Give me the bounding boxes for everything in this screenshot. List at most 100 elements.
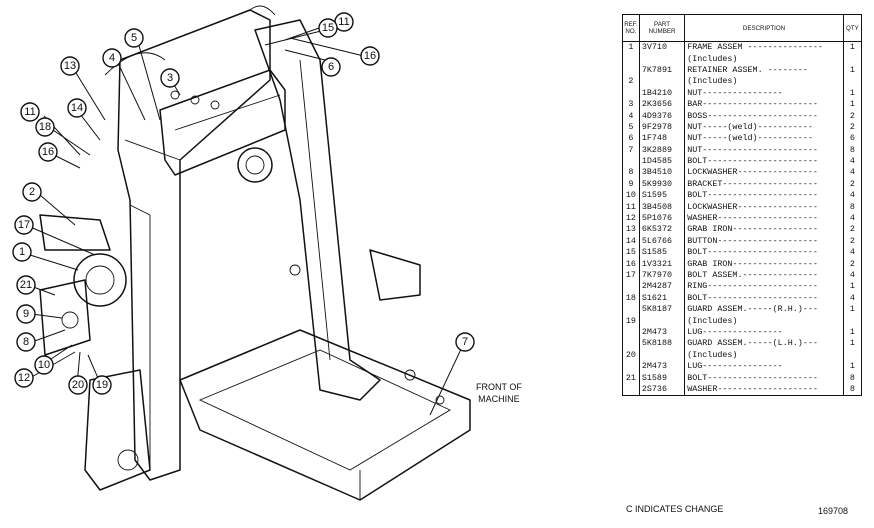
ref-cell-text: 8 xyxy=(628,167,634,178)
callout-19: 19 xyxy=(92,375,112,395)
description-cell: RING---------------------- xyxy=(684,281,844,293)
part-number-cell-text: 2M473 xyxy=(641,326,667,337)
description-cell: (Includes) xyxy=(684,76,844,88)
quantity-cell xyxy=(843,53,863,65)
description-cell-text: GUARD ASSEM.-----(R.H.)--- xyxy=(687,304,818,315)
description-cell-text: GRAB IRON----------------- xyxy=(687,258,818,269)
part-number-cell-text: 5K8187 xyxy=(641,304,672,315)
ref-cell-text: 14 xyxy=(625,235,636,246)
description-cell: LUG---------------- xyxy=(684,326,844,339)
description-cell-text: FRAME ASSEM --------------- xyxy=(687,42,823,53)
description-cell: NUT----------------------- xyxy=(684,144,844,156)
part-number-cell: 3V710 xyxy=(639,41,686,54)
quantity-cell-text: 2 xyxy=(849,258,855,269)
callout-number: 9 xyxy=(23,308,29,320)
part-number-cell: 1B4210 xyxy=(639,87,686,99)
part-number-cell-text: 3B4510 xyxy=(641,167,672,178)
ref-cell-text: 2 xyxy=(628,76,634,87)
ref-cell-text: 6 xyxy=(628,133,634,144)
ref-cell xyxy=(622,155,640,168)
parts-list: REF. NO. PART NUMBER DESCRIPTION QTY C13… xyxy=(622,14,863,514)
callout-1: 1 xyxy=(12,242,32,262)
callout-21: 21 xyxy=(16,275,36,295)
callout-13: 13 xyxy=(60,56,80,76)
ref-cell-text: 10 xyxy=(625,190,636,201)
description-cell: BOSS---------------------- xyxy=(684,110,844,122)
description-cell: GUARD ASSEM.-----(R.H.)--- xyxy=(684,303,844,316)
ref-cell-text: 1 xyxy=(628,42,634,53)
parts-row: 20(Includes) xyxy=(622,349,863,361)
quantity-cell-text: 1 xyxy=(849,99,855,110)
ref-cell-text: 5 xyxy=(628,121,634,132)
part-number-cell: 7K7891 xyxy=(639,64,686,77)
quantity-cell: 1 xyxy=(843,87,863,99)
part-number-cell: 1D4585 xyxy=(639,155,686,168)
parts-row: 2M473 LUG----------------1 xyxy=(622,326,863,339)
ref-cell xyxy=(622,64,640,77)
description-cell-text: LOCKWASHER---------------- xyxy=(687,167,818,178)
part-number-cell xyxy=(639,76,686,88)
front-label-line1: FRONT OF xyxy=(476,382,522,392)
parts-table-body: C13V710FRAME ASSEM ---------------1(Incl… xyxy=(622,41,863,397)
quantity-cell: 8 xyxy=(843,144,863,156)
ref-cell: 13 xyxy=(622,224,640,236)
part-number-cell-text: 7K7970 xyxy=(641,270,672,280)
description-cell-text: NUT---------------- xyxy=(687,87,783,98)
description-cell: FRAME ASSEM --------------- xyxy=(684,41,844,54)
quantity-cell: 1 xyxy=(843,64,863,77)
part-number-cell xyxy=(639,315,686,327)
description-cell-text: BOLT---------------------- xyxy=(687,156,818,167)
quantity-cell: 4 xyxy=(843,212,863,225)
quantity-cell: 6 xyxy=(843,133,863,145)
part-number-cell: S1589 xyxy=(639,372,686,384)
callout-number: 12 xyxy=(18,372,30,384)
ref-cell-text: 7 xyxy=(628,144,634,155)
callout-18: 18 xyxy=(35,117,55,137)
description-cell-text: LOCKWASHER---------------- xyxy=(687,201,818,212)
callout-6: 6 xyxy=(321,57,341,77)
callout-number: 11 xyxy=(338,16,349,28)
callout-12: 12 xyxy=(14,368,34,388)
ref-cell: 12 xyxy=(622,212,640,225)
description-cell-text: (Includes) xyxy=(687,53,738,64)
header-description: DESCRIPTION xyxy=(684,14,844,42)
quantity-cell: 1 xyxy=(843,326,863,339)
part-number-cell: 3K2889 xyxy=(639,144,686,156)
description-cell-text: WASHER-------------------- xyxy=(687,383,818,394)
ref-cell xyxy=(622,360,640,373)
quantity-cell: 1 xyxy=(843,281,863,293)
description-cell: BOLT---------------------- xyxy=(684,372,844,384)
description-cell: BAR----------------------- xyxy=(684,98,844,111)
part-number-cell-text: S1595 xyxy=(641,190,667,201)
callout-number: 13 xyxy=(64,60,76,72)
ref-cell: 11 xyxy=(622,201,640,213)
description-cell-text: BUTTON-------------------- xyxy=(687,235,818,246)
description-cell: (Includes) xyxy=(684,315,844,327)
callout-4: 4 xyxy=(102,48,122,68)
description-cell: BOLT---------------------- xyxy=(684,155,844,168)
quantity-cell-text: 4 xyxy=(849,247,855,258)
ref-cell xyxy=(622,87,640,99)
callout-15: 15 xyxy=(318,18,338,38)
part-number-cell: 9F2978 xyxy=(639,121,686,134)
callout-number: 1 xyxy=(19,246,25,258)
callout-7: 7 xyxy=(455,332,475,352)
quantity-cell-text: 4 xyxy=(849,213,855,224)
callout-number: 11 xyxy=(24,106,35,118)
description-cell-text: NUT-----(weld)----------- xyxy=(687,121,813,132)
part-number-cell-text: 1D4585 xyxy=(641,156,672,167)
callout-number: 19 xyxy=(96,379,108,391)
description-cell: BOLT ASSEM.--------------- xyxy=(684,269,844,282)
quantity-cell: 8 xyxy=(843,372,863,384)
